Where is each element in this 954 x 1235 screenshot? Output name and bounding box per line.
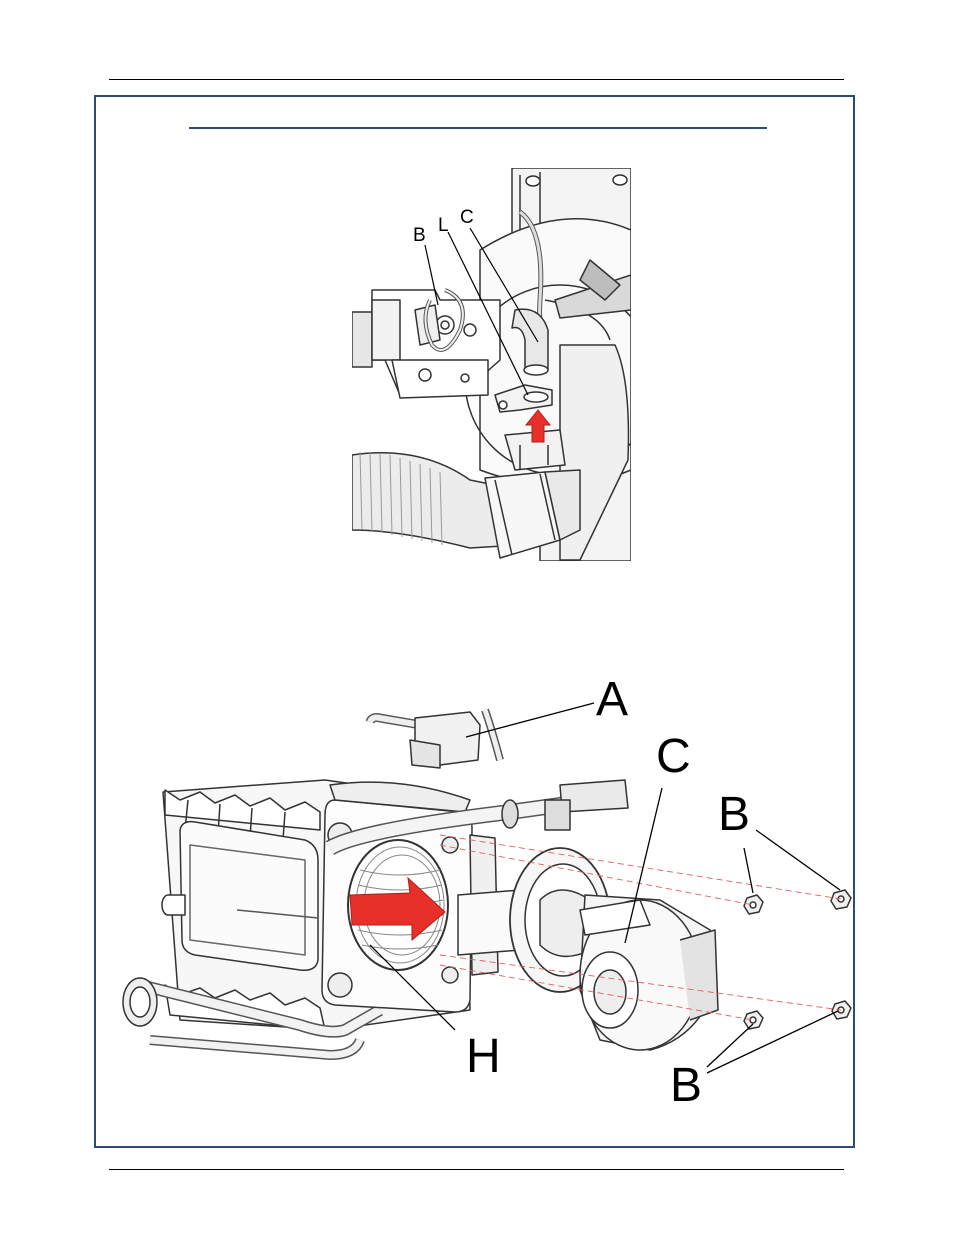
callout-b-upper: B xyxy=(718,788,750,841)
gas-valve-illustration xyxy=(352,168,655,561)
callout-h: H xyxy=(466,1030,501,1083)
callout-c-top-figure: C xyxy=(460,207,474,228)
callout-l-top-figure: L xyxy=(438,215,449,236)
callout-b-lower: B xyxy=(670,1059,702,1112)
callout-c-bottom-figure: C xyxy=(656,730,691,783)
callout-b-top-figure: B xyxy=(413,225,426,246)
callout-a: A xyxy=(596,673,628,726)
heat-exchanger-illustration xyxy=(123,710,851,1055)
